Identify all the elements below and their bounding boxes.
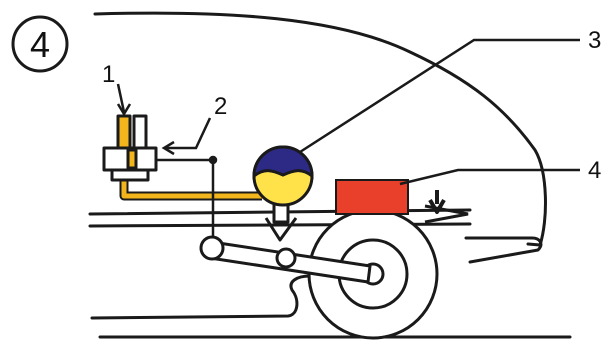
callout-3: 3 <box>588 27 601 54</box>
wing-edge <box>425 206 468 222</box>
step-number: 4 <box>30 24 50 65</box>
red-block <box>336 180 408 214</box>
lower-body-line <box>92 276 310 318</box>
step-badge: 4 <box>13 17 67 71</box>
callout-4-leader <box>400 170 580 184</box>
callout-2: 2 <box>214 93 227 120</box>
height-corrector-valve <box>104 116 156 180</box>
suspension-sphere <box>254 147 312 205</box>
front-bumper <box>466 238 541 262</box>
callout-1: 1 <box>102 61 115 88</box>
callout-arrows <box>118 40 580 184</box>
valve-base <box>112 170 148 180</box>
valve-return-pipe <box>134 116 146 148</box>
valve-feed-pipe <box>118 116 130 148</box>
control-rod-joint <box>210 157 216 163</box>
valve-spool <box>128 150 136 168</box>
car-front-tip <box>528 244 540 245</box>
callout-3-leader <box>300 40 580 152</box>
arm-pivot-mid <box>277 249 295 267</box>
arm-pivot-left <box>201 237 223 259</box>
callout-4: 4 <box>588 157 601 184</box>
